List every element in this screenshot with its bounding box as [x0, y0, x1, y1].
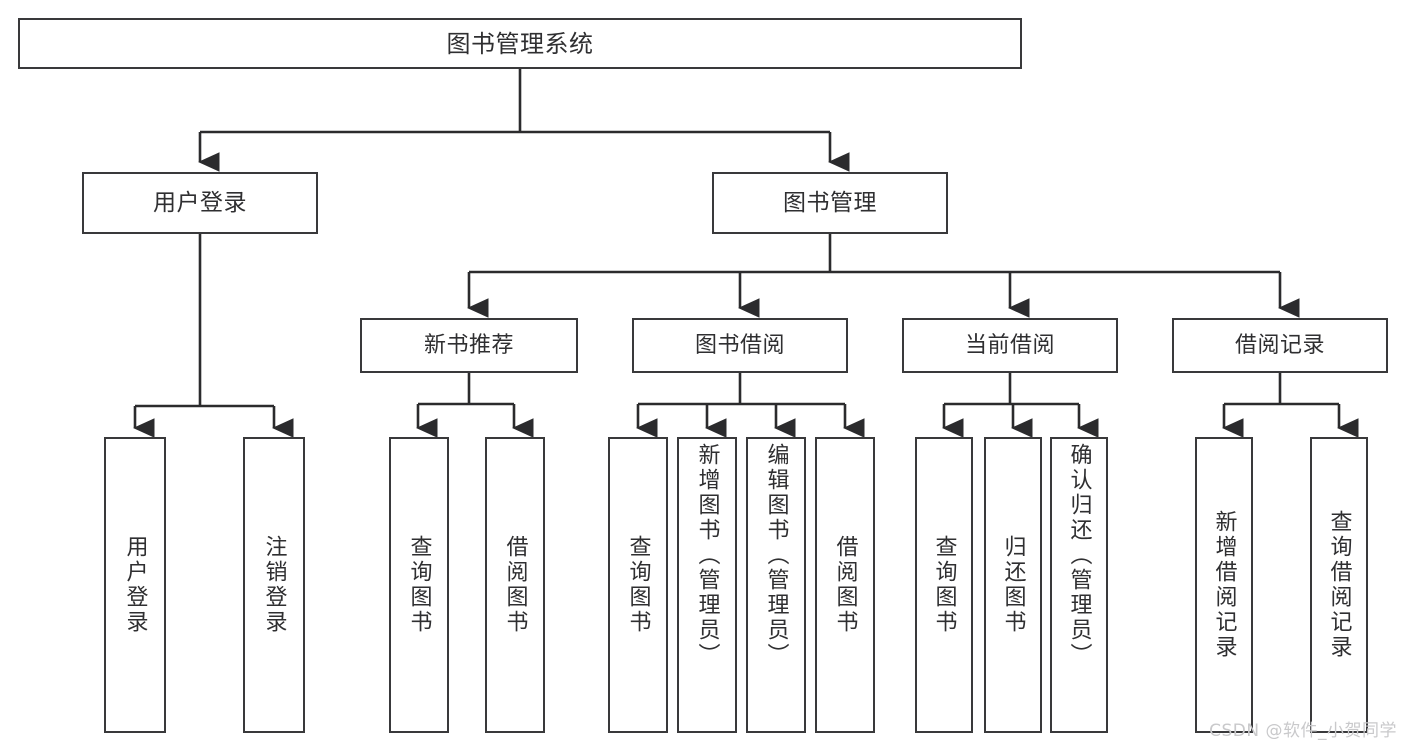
node-label: 用户登录: [153, 189, 247, 216]
node-book-management[interactable]: 图书管理: [712, 172, 948, 234]
node-label: 图书管理: [783, 189, 877, 216]
leaf-content: 借阅图书: [817, 439, 873, 731]
leaf-content: 注销登录: [245, 439, 303, 731]
leaf-content: 确认归还（管理员）: [1052, 439, 1106, 735]
node-label: 借阅图书: [502, 535, 528, 635]
node-label: 借阅图书: [832, 535, 858, 635]
node-label: 用户登录: [122, 535, 148, 635]
leaf-content: 借阅图书: [487, 439, 543, 731]
node-label: 新增图书（管理员）: [694, 443, 720, 668]
node-label: 确认归还（管理员）: [1066, 443, 1092, 668]
leaf-content: 查询图书: [917, 439, 971, 731]
leaf-confirm-return-admin[interactable]: 确认归还（管理员）: [1050, 437, 1108, 733]
node-label: 借阅记录: [1234, 332, 1325, 358]
node-label: 查询图书: [406, 535, 432, 635]
leaf-content: 新增借阅记录: [1197, 439, 1251, 731]
leaf-add-book-admin[interactable]: 新增图书（管理员）: [677, 437, 737, 733]
node-user-login[interactable]: 用户登录: [82, 172, 318, 234]
leaf-content: 查询图书: [391, 439, 447, 731]
leaf-query-borrow-record[interactable]: 查询借阅记录: [1310, 437, 1368, 733]
leaf-content: 查询图书: [610, 439, 666, 731]
leaf-content: 用户登录: [106, 439, 164, 731]
node-label: 新增借阅记录: [1211, 510, 1237, 660]
leaf-content: 查询借阅记录: [1312, 439, 1366, 731]
node-label: 编辑图书（管理员）: [763, 443, 789, 668]
node-book-borrow[interactable]: 图书借阅: [632, 318, 848, 373]
leaf-borrow-book[interactable]: 借阅图书: [815, 437, 875, 733]
node-label: 当前借阅: [964, 332, 1055, 358]
node-label: 查询借阅记录: [1326, 510, 1352, 660]
leaf-add-borrow-record[interactable]: 新增借阅记录: [1195, 437, 1253, 733]
node-current-borrow[interactable]: 当前借阅: [902, 318, 1118, 373]
leaf-content: 新增图书（管理员）: [679, 439, 735, 735]
node-label: 查询图书: [625, 535, 651, 635]
leaf-query-book-recommend[interactable]: 查询图书: [389, 437, 449, 733]
leaf-return-book[interactable]: 归还图书: [984, 437, 1042, 733]
node-new-book-recommend[interactable]: 新书推荐: [360, 318, 578, 373]
leaf-borrow-book-recommend[interactable]: 借阅图书: [485, 437, 545, 733]
node-label: 注销登录: [261, 535, 287, 635]
leaf-logout[interactable]: 注销登录: [243, 437, 305, 733]
csdn-watermark: CSDN @软件_小贺同学: [1209, 721, 1397, 741]
node-borrow-record[interactable]: 借阅记录: [1172, 318, 1388, 373]
leaf-query-book-current[interactable]: 查询图书: [915, 437, 973, 733]
node-label: 图书管理系统: [446, 29, 594, 58]
leaf-user-login[interactable]: 用户登录: [104, 437, 166, 733]
node-label: 归还图书: [1000, 535, 1026, 635]
leaf-content: 归还图书: [986, 439, 1040, 731]
leaf-content: 编辑图书（管理员）: [748, 439, 804, 735]
leaf-query-book-borrow[interactable]: 查询图书: [608, 437, 668, 733]
node-book-management-system[interactable]: 图书管理系统: [18, 18, 1022, 69]
node-label: 查询图书: [931, 535, 957, 635]
leaf-edit-book-admin[interactable]: 编辑图书（管理员）: [746, 437, 806, 733]
node-label: 图书借阅: [694, 332, 785, 358]
node-label: 新书推荐: [423, 332, 514, 358]
